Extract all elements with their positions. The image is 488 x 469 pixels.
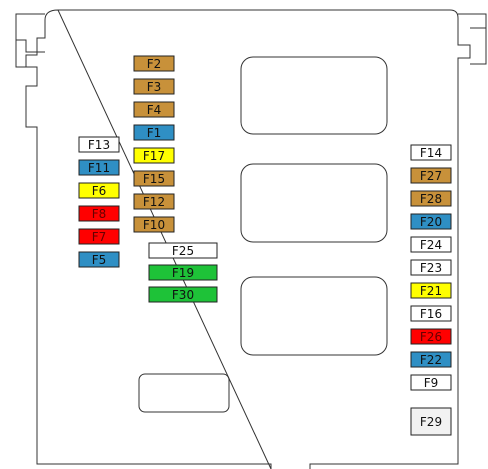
- fuse-body: [410, 328, 452, 345]
- right-latch: [458, 13, 487, 65]
- fuse-body: [133, 193, 175, 210]
- fuse-f13: F13: [78, 136, 120, 153]
- fuse-f30: F30: [148, 286, 218, 303]
- fuse-f14: F14: [410, 144, 452, 161]
- fuse-label: F21: [420, 284, 442, 298]
- fuse-f15: F15: [133, 170, 175, 187]
- fuse-label: F25: [172, 244, 194, 258]
- fuse-body: [133, 78, 175, 95]
- fuse-f28: F28: [410, 190, 452, 207]
- fuse-body: [78, 136, 120, 153]
- fuse-label: F2: [147, 57, 162, 71]
- fuse-body: [133, 170, 175, 187]
- fuse-body: [133, 216, 175, 233]
- relay-socket-3: [240, 276, 388, 356]
- fuse-f7: F7: [78, 228, 120, 245]
- fuse-body: [148, 286, 218, 303]
- fuse-body: [410, 190, 452, 207]
- fuse-label: F7: [92, 230, 107, 244]
- fuse-body: [78, 205, 120, 222]
- fuse-body: [148, 264, 218, 281]
- fuse-label: F23: [420, 261, 442, 275]
- fuse-f10: F10: [133, 216, 175, 233]
- fuse-f20: F20: [410, 213, 452, 230]
- fuse-label: F10: [143, 218, 165, 232]
- fuse-body: [78, 228, 120, 245]
- fuse-f19: F19: [148, 264, 218, 281]
- fuse-body: [410, 144, 452, 161]
- fuse-f3: F3: [133, 78, 175, 95]
- fuse-body: [133, 147, 175, 164]
- fuse-f26: F26: [410, 328, 452, 345]
- fuse-label: F1: [147, 126, 162, 140]
- fuse-f23: F23: [410, 259, 452, 276]
- fuse-label: F19: [172, 266, 194, 280]
- fuse-label: F6: [92, 184, 107, 198]
- fuse-body: [410, 167, 452, 184]
- fuse-label: F14: [420, 146, 442, 160]
- fuse-body: [410, 282, 452, 299]
- fuse-label: F8: [92, 207, 107, 221]
- fuse-label: F11: [88, 161, 110, 175]
- fuse-label: F12: [143, 195, 165, 209]
- fuse-label: F9: [424, 376, 439, 390]
- fuse-body: [133, 124, 175, 141]
- fuse-label: F28: [420, 192, 442, 206]
- fuse-f29: F29: [410, 407, 452, 436]
- fuse-f6: F6: [78, 182, 120, 199]
- fuse-f5: F5: [78, 251, 120, 268]
- fuse-label: F26: [420, 330, 442, 344]
- fuse-f22: F22: [410, 351, 452, 368]
- fuse-f1: F1: [133, 124, 175, 141]
- fuse-f25: F25: [148, 242, 218, 259]
- fuse-f8: F8: [78, 205, 120, 222]
- left-latch: [15, 13, 45, 68]
- fuse-f17: F17: [133, 147, 175, 164]
- relay-socket-2: [240, 163, 388, 243]
- fuse-label: F20: [420, 215, 442, 229]
- fuse-body: [410, 213, 452, 230]
- fuse-body: [410, 259, 452, 276]
- fuse-label: F15: [143, 172, 165, 186]
- small-socket: [138, 373, 230, 413]
- fuse-label: F16: [420, 307, 442, 321]
- fuse-label: F22: [420, 353, 442, 367]
- fuse-f9: F9: [410, 374, 452, 391]
- fuse-label: F4: [147, 103, 162, 117]
- fuse-label: F3: [147, 80, 162, 94]
- fuse-body: [133, 55, 175, 72]
- fuse-body: [410, 305, 452, 322]
- fuse-box-outline: [25, 9, 471, 469]
- fuse-body: [148, 242, 218, 259]
- fuse-f16: F16: [410, 305, 452, 322]
- fuse-label: F24: [420, 238, 442, 252]
- fuse-body: [410, 407, 452, 436]
- fuse-body: [410, 351, 452, 368]
- fuse-label: F29: [420, 415, 442, 429]
- fuse-f2: F2: [133, 55, 175, 72]
- fuse-body: [133, 101, 175, 118]
- fuse-body: [78, 182, 120, 199]
- fuse-body: [410, 236, 452, 253]
- fuse-body: [78, 251, 120, 268]
- fuse-body: [78, 159, 120, 176]
- fuse-f27: F27: [410, 167, 452, 184]
- fuse-f11: F11: [78, 159, 120, 176]
- fuse-label: F13: [88, 138, 110, 152]
- fuse-body: [410, 374, 452, 391]
- fuse-f24: F24: [410, 236, 452, 253]
- fuse-label: F27: [420, 169, 442, 183]
- fuse-label: F5: [92, 253, 107, 267]
- fuse-f4: F4: [133, 101, 175, 118]
- relay-socket-1: [240, 56, 388, 135]
- fuse-f12: F12: [133, 193, 175, 210]
- fuse-f21: F21: [410, 282, 452, 299]
- fuse-label: F17: [143, 149, 165, 163]
- fuse-label: F30: [172, 288, 194, 302]
